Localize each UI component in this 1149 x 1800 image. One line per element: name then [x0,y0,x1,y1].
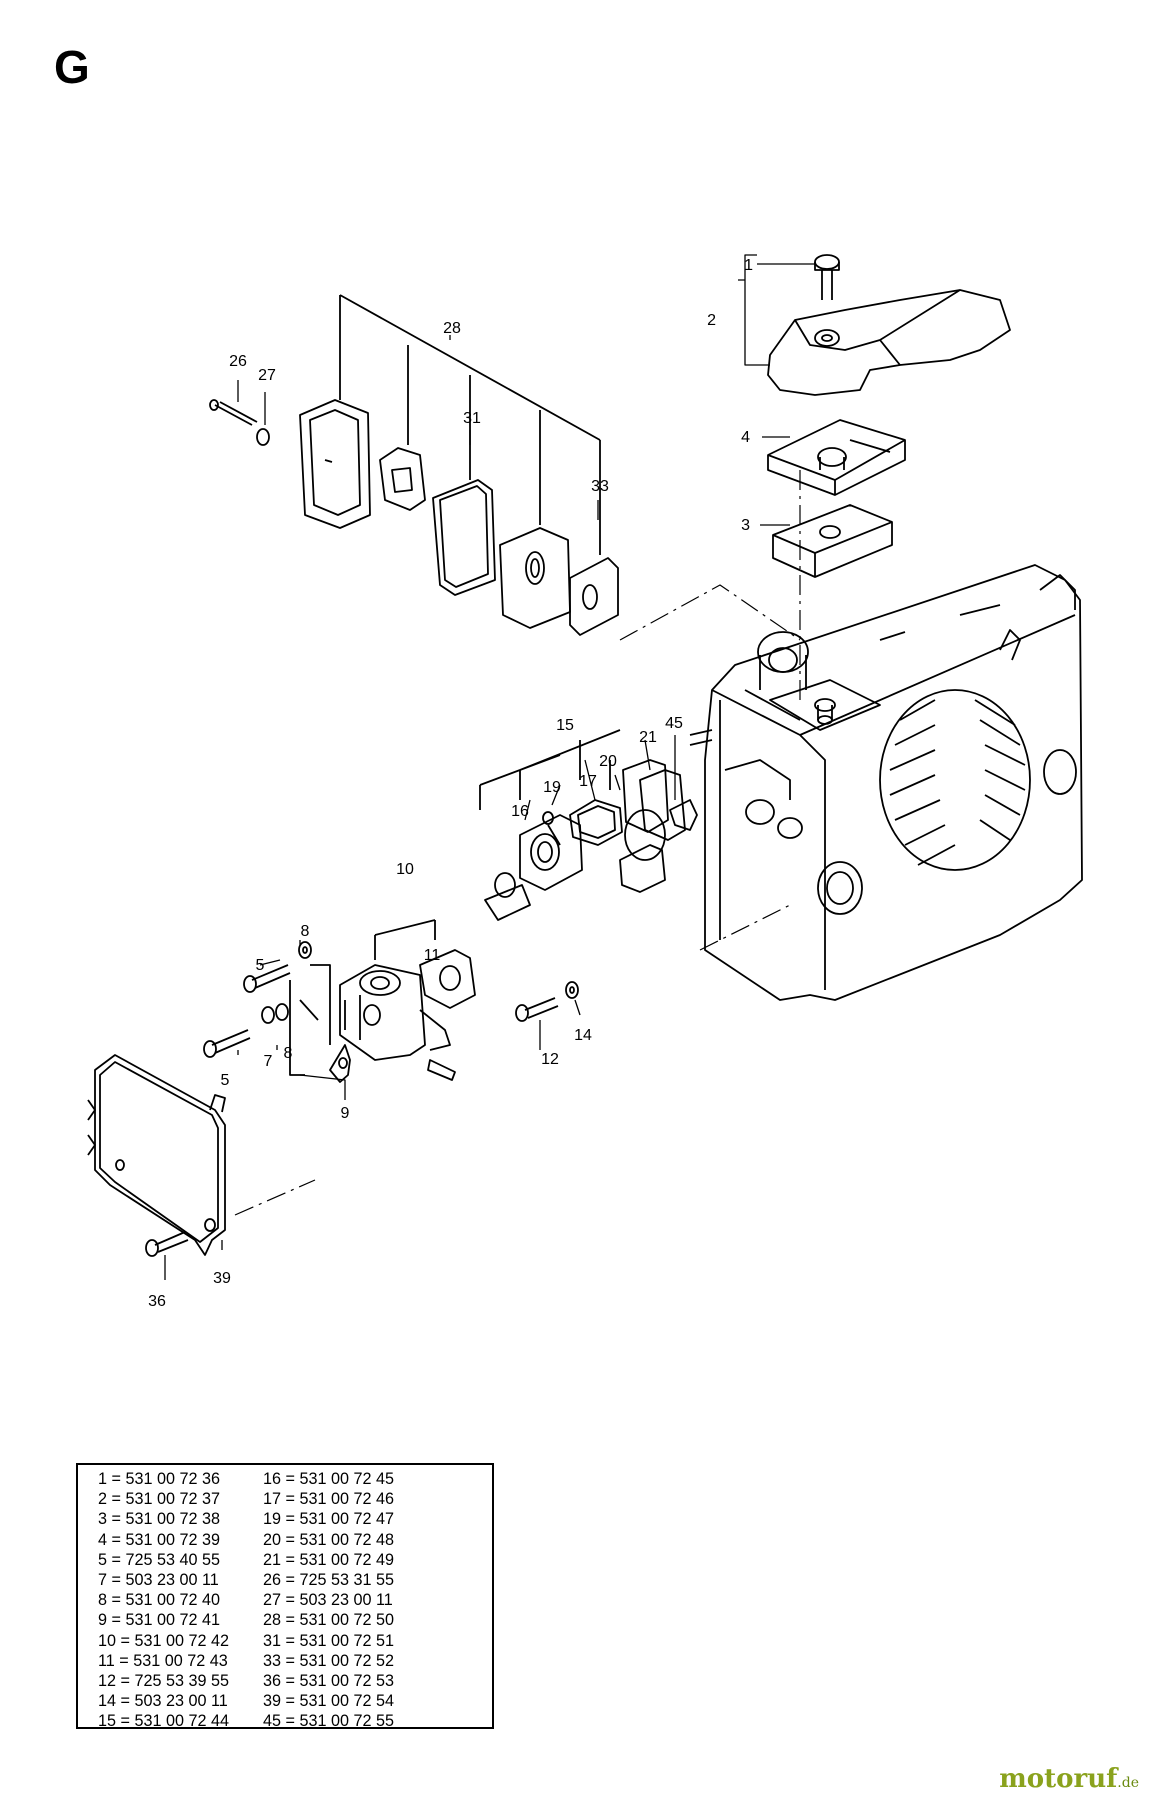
parts-row: 16 = 531 00 72 45 [262,1470,394,1488]
parts-row: 7 = 503 23 00 11 [98,1571,219,1590]
parts-row: 1 = 531 00 72 36 [98,1470,220,1488]
brand-name: motoruf [999,1764,1118,1794]
parts-row: 26 = 725 53 31 55 [262,1571,394,1590]
assembly-centerlines [234,470,801,1216]
callout-28: 28 [443,320,461,337]
brand-watermark: motoruf.de [999,1764,1139,1794]
callout-16: 16 [511,803,529,820]
callout-2: 2 [707,312,716,329]
callout-14: 14 [574,1027,592,1044]
parts-row: 2 = 531 00 72 37 [98,1490,220,1509]
parts-row: 31 = 531 00 72 51 [262,1631,394,1650]
callout-9: 9 [341,1105,350,1122]
parts-row: 27 = 503 23 00 11 [262,1591,393,1610]
filter-holder-drawing [767,419,906,496]
callout-12: 12 [541,1051,559,1068]
parts-number-table: 1 = 531 00 72 36 2 = 531 00 72 37 3 = 53… [76,1463,494,1730]
brand-suffix: .de [1117,1775,1139,1791]
parts-column-right: 16 = 531 00 72 45 17 = 531 00 72 46 19 =… [262,1469,394,1730]
callout-1: 1 [744,257,753,274]
muffler-drawing [209,294,619,636]
parts-row: 28 = 531 00 72 50 [262,1611,394,1630]
callout-10: 10 [396,861,414,878]
callout-15: 15 [556,717,574,734]
parts-row: 12 = 725 53 39 55 [98,1672,229,1691]
callout-5a: 5 [256,957,265,974]
parts-row: 19 = 531 00 72 47 [262,1510,394,1529]
callout-19: 19 [543,779,561,796]
callout-7: 7 [264,1053,273,1070]
air-filter-drawing [772,504,893,578]
callout-26: 26 [229,353,247,370]
carburettor-drawing [203,919,476,1083]
parts-row: 14 = 503 23 00 11 [98,1692,228,1711]
air-filter-cover-drawing [767,254,1011,396]
parts-row: 21 = 531 00 72 49 [262,1550,394,1569]
cover-plate-drawing [87,1054,226,1257]
callout-5b: 5 [221,1072,230,1089]
callout-3: 3 [741,517,750,534]
parts-row: 36 = 531 00 72 53 [262,1672,394,1691]
parts-row: 39 = 531 00 72 54 [262,1692,394,1711]
callout-4: 4 [741,429,750,446]
callout-8b: 8 [284,1045,293,1062]
callout-8a: 8 [301,923,310,940]
parts-row: 45 = 531 00 72 55 [262,1712,394,1731]
parts-row: 5 = 725 53 40 55 [98,1550,220,1569]
section-letter: G [54,41,90,93]
intake-manifold-drawing [479,729,698,1022]
parts-row: 20 = 531 00 72 48 [262,1530,394,1549]
callout-20: 20 [599,753,617,770]
callout-45: 45 [665,715,683,732]
callout-21: 21 [639,729,657,746]
parts-row: 11 = 531 00 72 43 [98,1651,228,1670]
parts-row: 3 = 531 00 72 38 [98,1510,220,1529]
parts-row: 15 = 531 00 72 44 [98,1712,229,1731]
callout-numbers: 1 2 3 4 5 5 7 8 8 9 10 11 12 14 15 16 17… [148,257,753,1310]
parts-row: 10 = 531 00 72 42 [98,1631,229,1650]
callout-11: 11 [424,947,441,964]
callout-39: 39 [213,1270,231,1287]
parts-row: 17 = 531 00 72 46 [262,1490,394,1509]
crankcase-drawing [689,564,1083,1001]
leader-lines [164,254,815,1280]
parts-row: 33 = 531 00 72 52 [262,1651,394,1670]
callout-33: 33 [591,478,609,495]
parts-row: 4 = 531 00 72 39 [98,1530,220,1549]
callout-17: 17 [579,773,597,790]
parts-row: 8 = 531 00 72 40 [98,1591,220,1610]
parts-column-left: 1 = 531 00 72 36 2 = 531 00 72 37 3 = 53… [90,1469,229,1730]
callout-31: 31 [463,410,481,427]
callout-27: 27 [258,367,276,384]
callout-36: 36 [148,1293,166,1310]
parts-row: 9 = 531 00 72 41 [98,1611,220,1630]
